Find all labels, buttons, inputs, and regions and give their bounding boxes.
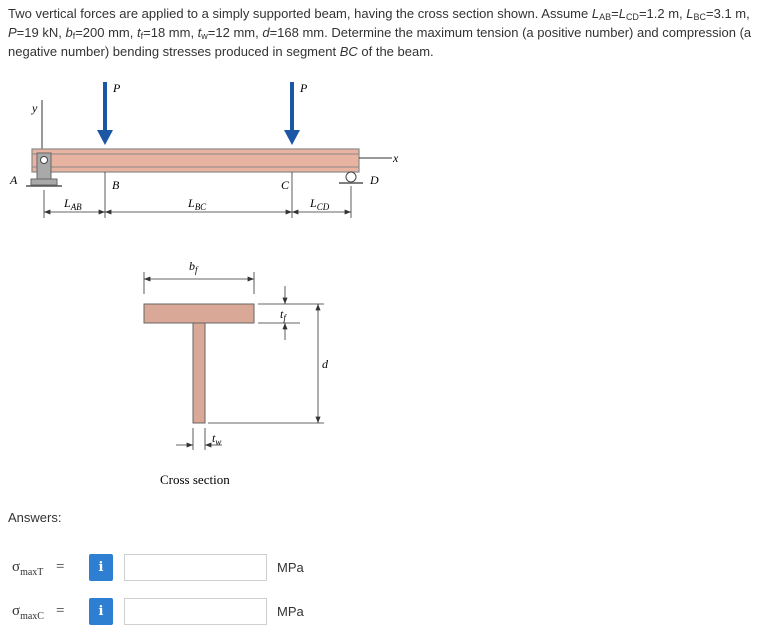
dim-bf-label: bf — [189, 259, 199, 275]
y-axis-label: y — [31, 101, 38, 115]
dim-tf-label: tf — [280, 307, 287, 323]
load-arrow-b — [97, 82, 113, 145]
beam-figure: y x A D P P — [0, 72, 782, 502]
point-b-label: B — [112, 178, 120, 192]
dim-lbc-label: LBC — [187, 196, 207, 212]
beam-diagram: y x A D P P — [9, 81, 399, 487]
dim-d-label: d — [322, 357, 329, 371]
unit-label: MPa — [277, 604, 304, 619]
info-icon[interactable]: i — [89, 554, 113, 581]
point-d-label: D — [369, 173, 379, 187]
problem-statement: Two vertical forces are applied to a sim… — [8, 6, 752, 59]
beam — [31, 148, 360, 173]
equals-sign: = — [56, 559, 65, 575]
info-icon[interactable]: i — [89, 598, 113, 625]
answer-row-compression: σmaxC = i MPa — [12, 598, 312, 626]
roller-support-d — [339, 171, 363, 184]
sigma-maxt-symbol: σmaxT — [12, 559, 44, 578]
sigma-maxc-input[interactable] — [124, 598, 267, 625]
dim-tw-label: tw — [212, 431, 221, 447]
sigma-maxt-input[interactable] — [124, 554, 267, 581]
point-c-label: C — [281, 178, 290, 192]
dim-lcd-label: LCD — [309, 196, 330, 212]
answer-row-tension: σmaxT = i MPa — [12, 554, 312, 582]
tee-cross-section — [143, 303, 255, 424]
unit-label: MPa — [277, 560, 304, 575]
load-arrow-c — [284, 82, 300, 145]
sigma-maxc-symbol: σmaxC — [12, 603, 44, 622]
dim-lab-label: LAB — [63, 196, 82, 212]
equals-sign: = — [56, 603, 65, 619]
pin-support-a — [26, 152, 62, 187]
point-a-label: A — [9, 173, 18, 187]
x-axis-label: x — [392, 151, 399, 165]
answers-label: Answers: — [8, 510, 62, 525]
load-p-left-label: P — [112, 81, 121, 95]
cross-section-caption: Cross section — [160, 472, 230, 487]
load-p-right-label: P — [299, 81, 308, 95]
